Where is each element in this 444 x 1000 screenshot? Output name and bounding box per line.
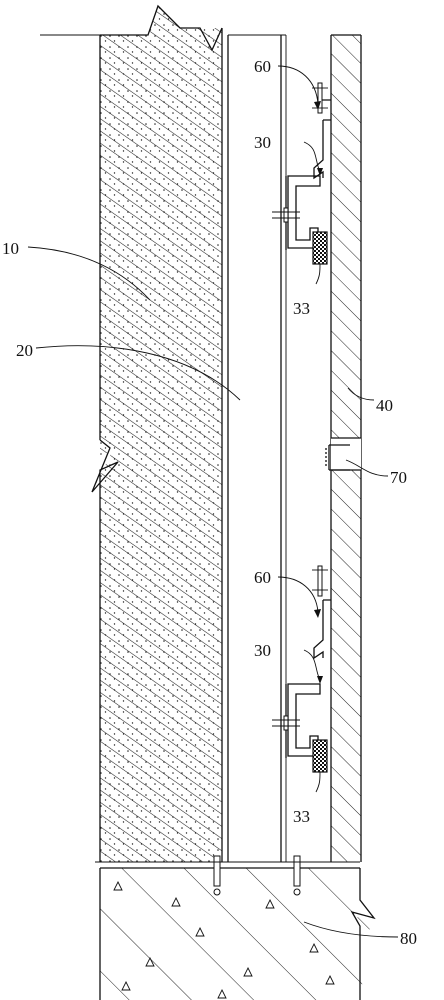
panel-joint [325, 444, 350, 471]
label-wall: 10 [2, 239, 19, 258]
upper-hanger-clip [312, 82, 331, 180]
label-bracket-top: 30 [254, 133, 271, 152]
label-clip-bottom: 60 [254, 568, 271, 587]
upper-bracket [272, 175, 321, 250]
label-ground: 80 [400, 929, 417, 948]
concrete-wall [91, 4, 223, 862]
ground-foundation [99, 867, 376, 1000]
label-pad-bottom: 33 [293, 807, 310, 826]
leader-lines [27, 65, 399, 938]
upper-rubber-pad [312, 231, 328, 265]
label-insulation: 20 [16, 341, 33, 360]
insulation-layer [227, 34, 287, 862]
base-anchor-bolts [208, 855, 306, 896]
lower-rubber-pad [312, 739, 328, 773]
label-panel: 40 [376, 396, 393, 415]
label-joint: 70 [390, 468, 407, 487]
facade-panel [330, 34, 362, 862]
label-pad-top: 33 [293, 299, 310, 318]
lower-hanger-clip [312, 565, 331, 660]
label-bracket-bottom: 30 [254, 641, 271, 660]
lower-bracket [272, 683, 321, 758]
label-clip-top: 60 [254, 57, 271, 76]
